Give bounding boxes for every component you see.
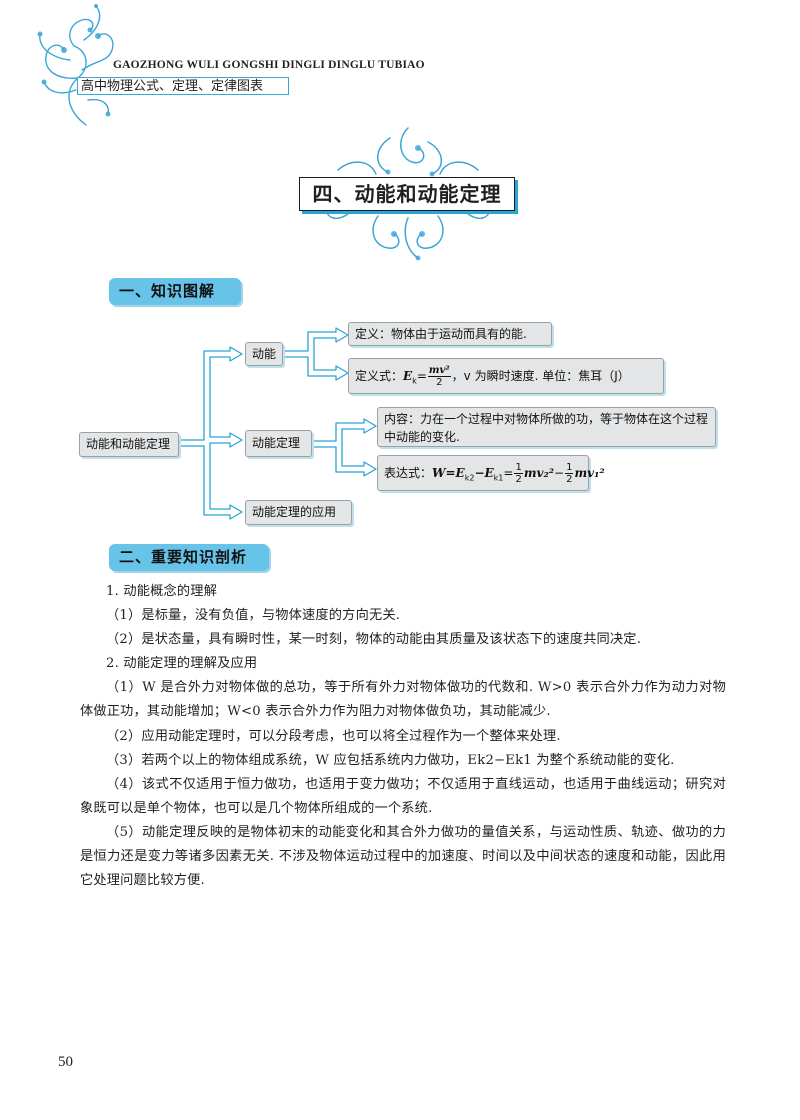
content-line: 2. 动能定理的理解及应用 — [106, 656, 258, 672]
expr-mid: − — [554, 466, 565, 480]
formula-prefix: 定义式： — [355, 369, 404, 383]
content-line: （1）是标量，没有负值，与物体速度的方向无关. — [106, 608, 401, 624]
header-title-en: GAOZHONG WULI GONGSHI DINGLI DINGLU TUBI… — [113, 59, 425, 71]
formula-numerator: mv² — [428, 365, 450, 376]
content-line: 1. 动能概念的理解 — [106, 584, 218, 599]
expr-prefix: 表达式： — [384, 466, 433, 480]
expr-k2: k2 — [464, 473, 475, 483]
expr-W: W=E — [432, 466, 465, 480]
section-tag-knowledge-diagram: 一、知识图解 — [109, 278, 241, 305]
expr-mv2: mv₂² — [523, 466, 554, 480]
diagram-leaf-content: 内容：力在一个过程中对物体所做的功，等于物体在这个过程中动能的变化. — [377, 407, 716, 447]
diagram-branch-application: 动能定理的应用 — [245, 500, 352, 525]
analysis-content: 1. 动能概念的理解 （1）是标量，没有负值，与物体速度的方向无关. （2）是状… — [80, 580, 726, 893]
formula-eq: = — [416, 369, 427, 383]
formula-suffix: ，v 为瞬时速度. 单位：焦耳（J） — [451, 369, 630, 383]
floral-ornament-icon — [37, 4, 114, 126]
formula-denominator: 2 — [436, 377, 443, 388]
page-number: 50 — [58, 1054, 73, 1070]
diagram-leaf-definition: 定义：物体由于运动而具有的能. — [348, 322, 552, 346]
expr-den: 2 — [515, 474, 522, 485]
diagram-branch-theorem: 动能定理 — [245, 430, 312, 457]
diagram-root-node: 动能和动能定理 — [79, 432, 179, 457]
diagram-branch-kinetic-energy: 动能 — [245, 342, 283, 366]
formula-E: E — [403, 369, 413, 383]
header-title-cn: 高中物理公式、定理、定律图表 — [77, 77, 289, 95]
expr-minus: −E — [474, 466, 494, 480]
content-line: （4）该式不仅适用于恒力做功，也适用于变力做功；不仅适用于直线运动，也适用于曲线… — [80, 776, 726, 816]
expr-den-2: 2 — [566, 474, 573, 485]
expr-half-2: 1 — [565, 462, 574, 474]
diagram-connectors — [179, 327, 377, 520]
page-header: GAOZHONG WULI GONGSHI DINGLI DINGLU TUBI… — [0, 0, 800, 130]
expr-mv1: mv₁² — [574, 466, 605, 480]
expr-eq: = — [503, 466, 514, 480]
content-line: （5）动能定理反映的是物体初末的动能变化和其合外力做功的量值关系，与运动性质、轨… — [80, 824, 726, 889]
section-tag-key-analysis: 二、重要知识剖析 — [109, 544, 269, 571]
content-line: （1）W 是合外力对物体做的总功，等于所有外力对物体做功的代数和. W>0 表示… — [80, 680, 726, 720]
formula-k: k — [412, 376, 417, 386]
content-line: （2）应用动能定理时，可以分段考虑，也可以将全过程作为一个整体来处理. — [106, 728, 561, 744]
expr-k1: k1 — [493, 473, 504, 483]
expr-half: 1 — [514, 462, 523, 474]
content-line: （3）若两个以上的物体组成系统，W 应包括系统内力做功，Ek2−Ek1 为整个系… — [106, 752, 675, 768]
page-title: 四、动能和动能定理 — [299, 177, 515, 211]
content-line: （2）是状态量，具有瞬时性，某一时刻，物体的动能由其质量及该状态下的速度共同决定… — [106, 632, 642, 648]
